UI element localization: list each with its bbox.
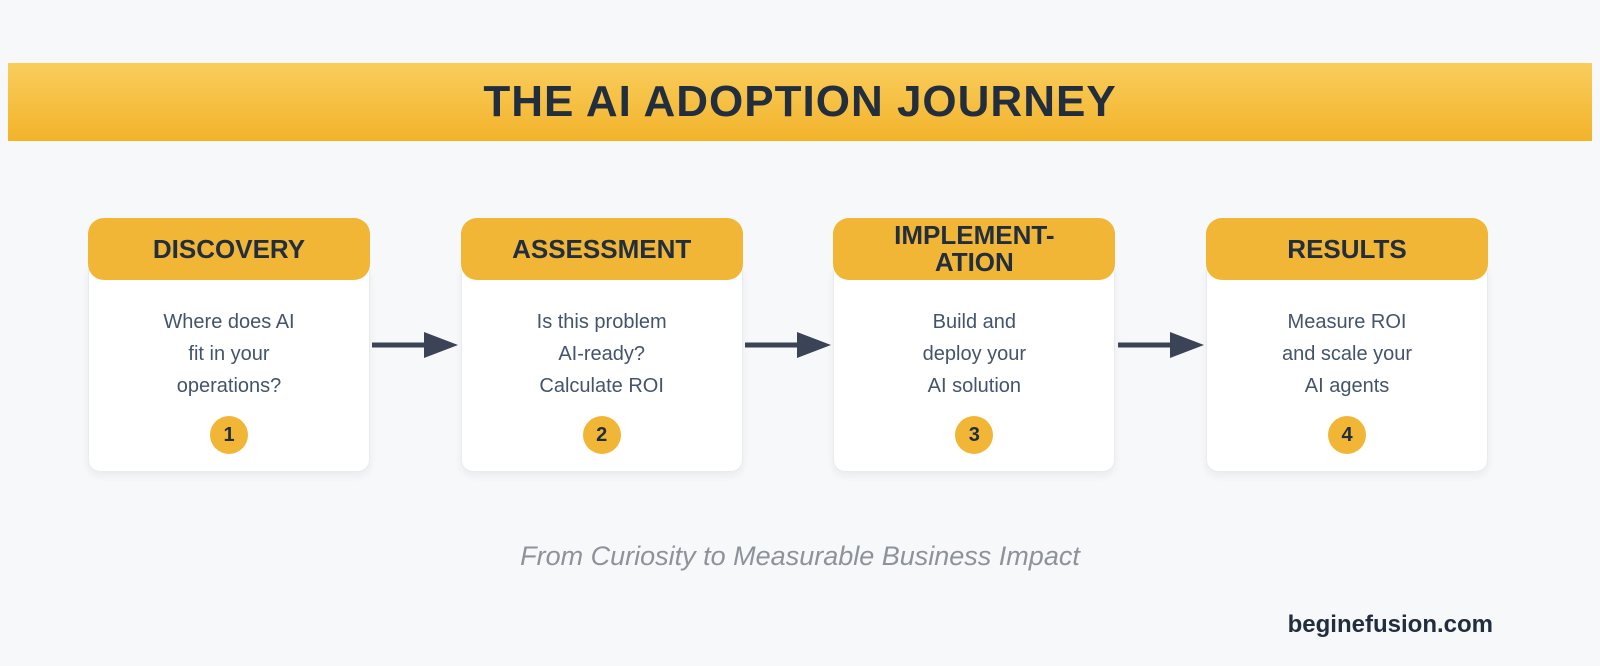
arrow-discovery-to-assessment — [370, 218, 461, 472]
step-title-discovery: DISCOVERY — [88, 218, 370, 280]
step-number-badge-1: 1 — [210, 416, 248, 454]
arrow-implementation-to-results — [1115, 218, 1206, 472]
step-number-badge-2: 2 — [582, 416, 621, 454]
steps-row: DISCOVERY Where does AI fit in your oper… — [88, 218, 1489, 472]
arrow-assessment-to-implementation — [743, 218, 834, 472]
step-description-results: Measure ROI and scale your AI agents — [1281, 311, 1413, 397]
step-title-assessment: ASSESSMENT — [460, 218, 743, 280]
step-body-implementation: Build and deploy your AI solution 3 — [833, 262, 1116, 472]
page-title: THE AI ADOPTION JOURNEY — [483, 77, 1117, 126]
step-description-discovery: Where does AI fit in your operations? — [163, 311, 295, 397]
title-banner: THE AI ADOPTION JOURNEY — [8, 63, 1592, 141]
step-number-badge-3: 3 — [955, 416, 994, 454]
step-description-assessment: Is this problem AI-ready? Calculate ROI — [536, 311, 667, 397]
step-number-badge-4: 4 — [1328, 416, 1367, 454]
step-card-assessment: ASSESSMENT Is this problem AI-ready? Cal… — [460, 218, 743, 472]
right-arrow-icon — [1117, 332, 1204, 358]
step-body-discovery: Where does AI fit in your operations? 1 — [88, 262, 370, 472]
step-title-implementation: IMPLEMENT- ATION — [833, 218, 1116, 280]
step-description-implementation: Build and deploy your AI solution — [922, 311, 1027, 397]
step-body-assessment: Is this problem AI-ready? Calculate ROI … — [460, 262, 743, 472]
step-card-implementation: IMPLEMENT- ATION Build and deploy your A… — [833, 218, 1116, 472]
right-arrow-icon — [745, 332, 831, 358]
tagline: From Curiosity to Measurable Business Im… — [520, 541, 1080, 571]
right-arrow-icon — [372, 332, 459, 358]
step-body-results: Measure ROI and scale your AI agents 4 — [1206, 262, 1489, 472]
step-title-results: RESULTS — [1206, 218, 1489, 280]
brand-url: beginefusion.com — [1287, 611, 1493, 638]
step-card-discovery: DISCOVERY Where does AI fit in your oper… — [88, 218, 370, 472]
step-card-results: RESULTS Measure ROI and scale your AI ag… — [1206, 218, 1489, 472]
